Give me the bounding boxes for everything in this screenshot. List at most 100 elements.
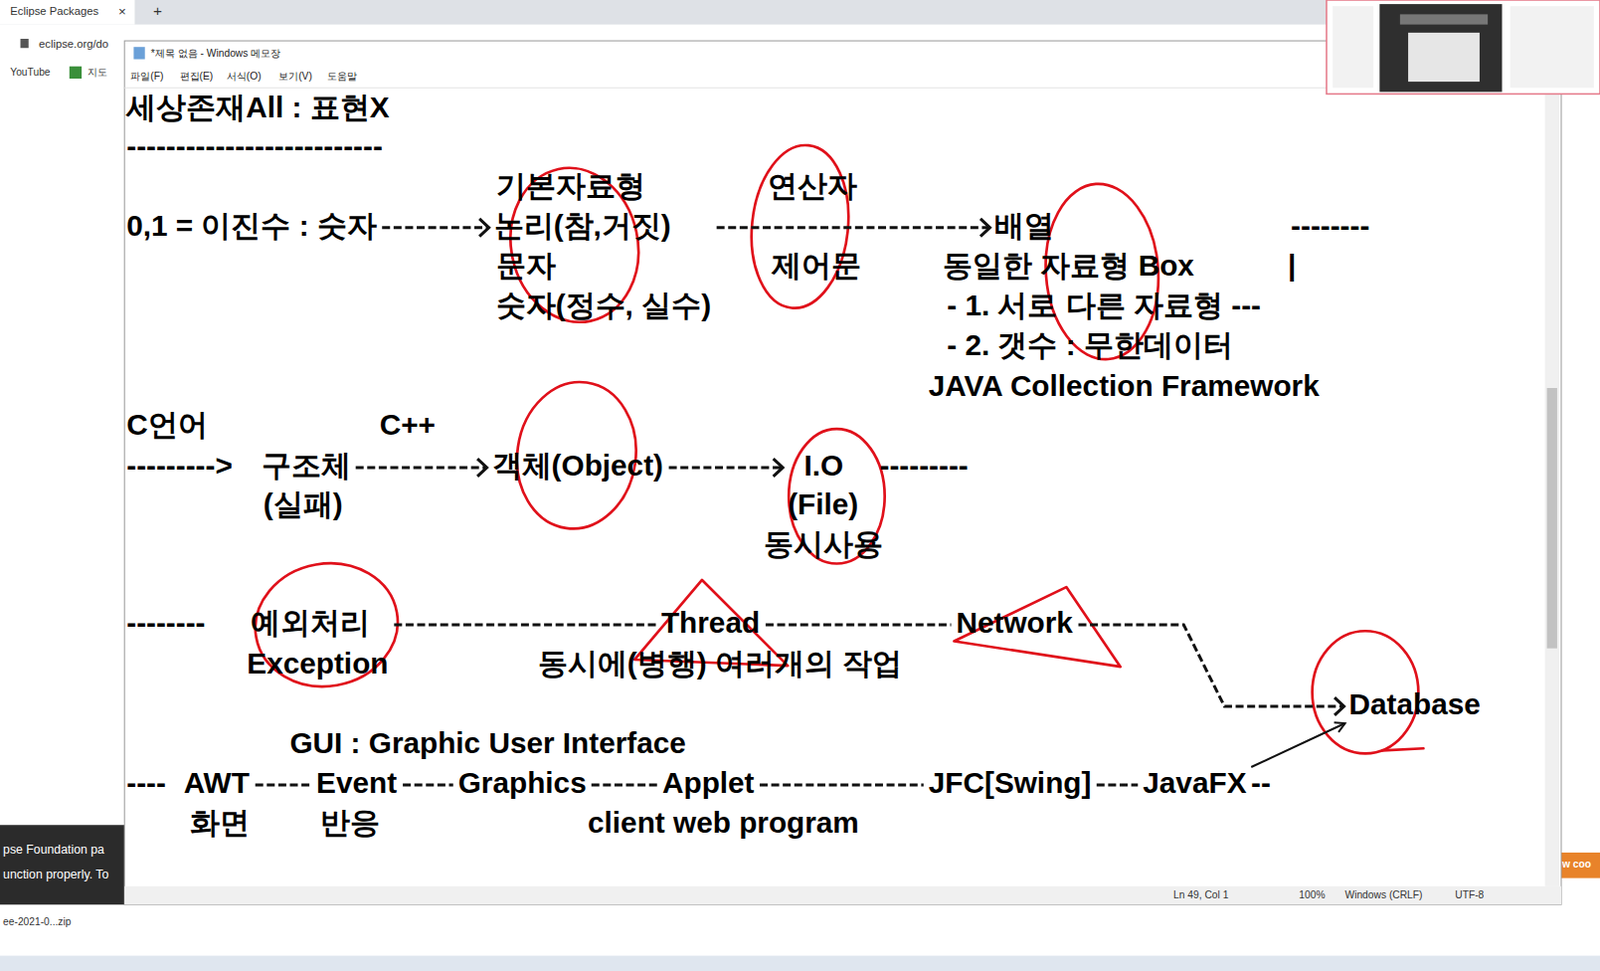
connector-line [759, 783, 924, 787]
flow-connector [759, 784, 924, 786]
concept-node: AWT화면 [183, 762, 251, 844]
dash-line: -- [1250, 762, 1271, 803]
concept-text: (실패) [263, 484, 344, 525]
notepad-window [124, 40, 1562, 904]
connector-line [402, 783, 454, 787]
concept-node: JavaFX [1142, 762, 1247, 804]
cookie-banner [0, 824, 125, 904]
connector-line [1250, 722, 1345, 767]
scrollbar [1545, 87, 1560, 887]
status-text: Windows (CRLF) [1344, 888, 1423, 901]
concept-text: Database [1349, 684, 1481, 724]
menu-item: 편집(E) [179, 69, 214, 83]
concept-text: Event [316, 762, 397, 803]
note-text: - 2. 갯수 : 무한데이터 [946, 325, 1234, 365]
concept-node: Network [956, 602, 1074, 644]
cookie-button [1559, 852, 1600, 879]
flow-connector [591, 784, 658, 786]
concept-node: Graphics [458, 762, 587, 804]
connector-line [255, 783, 312, 787]
concept-text: 연산자 [767, 166, 858, 206]
active-tab [0, 0, 135, 25]
note-text: GUI : Graphic User Interface [289, 722, 686, 763]
menu-item: 서식(O) [226, 69, 262, 83]
dash-line: -------- [1290, 205, 1370, 246]
note-text: client web program [587, 802, 860, 843]
bookmark-icon [69, 66, 82, 79]
thumbnail-video [1379, 3, 1502, 92]
bar-line: | [1287, 245, 1296, 286]
concept-text: 예외처리 [250, 602, 370, 643]
concept-node: 배열 [994, 205, 1055, 247]
arrow-head [1334, 697, 1345, 715]
flow-connector [402, 784, 454, 786]
concept-text: JavaFX [1142, 762, 1246, 803]
note-text: JAVA Collection Framework [928, 365, 1320, 406]
thumbnail-strip [1400, 13, 1488, 24]
concept-node: 연산자제어문 [767, 166, 863, 287]
red-circle-mark [245, 551, 408, 698]
flow-connector [716, 218, 991, 237]
concept-node: Thread [661, 602, 761, 644]
thumbnail-side [1332, 5, 1374, 88]
concept-node: 예외처리Exception [246, 602, 389, 685]
address-text: eclipse.org/do [38, 36, 109, 52]
concept-text: Applet [662, 762, 755, 803]
concept-text: 논리(참,거짓) [494, 205, 672, 246]
connector-line [393, 622, 657, 626]
concept-text: JFC[Swing] [928, 762, 1092, 803]
arrow-head [479, 218, 490, 237]
concept-text: Network [956, 602, 1073, 643]
concept-text: Thread [661, 602, 760, 643]
concept-node: Database [1349, 684, 1482, 725]
concept-node: 객체(Object) [492, 445, 665, 487]
flow-connector [1250, 721, 1345, 767]
dash-arrow: ---------> [126, 445, 233, 486]
arrow-head [1334, 721, 1346, 732]
connector-line [716, 225, 991, 229]
concept-text: 반응 [320, 802, 380, 843]
concept-node: 구조체(실패) [261, 445, 352, 525]
concept-text: 배열 [994, 205, 1055, 246]
concept-text: Exception [246, 643, 388, 684]
tab-close: × [118, 2, 127, 20]
new-tab: + [153, 0, 163, 21]
note-text: C언어 [126, 404, 208, 445]
flow-connector [765, 623, 952, 625]
concept-text: AWT [183, 762, 250, 803]
banner-text: pse Foundation pa [2, 841, 105, 858]
concept-node: Event반응 [316, 762, 398, 844]
flow-connector [381, 218, 489, 237]
dash-line: -------- [126, 602, 205, 643]
concept-text: 제어문 [771, 245, 862, 286]
concept-node: 0,1 = 이진수 : 숫자 [126, 205, 377, 247]
status-text: Ln 49, Col 1 [1173, 888, 1229, 901]
concept-text: (File) [787, 484, 859, 525]
connector-line [765, 622, 952, 626]
menu-item: 보기(V) [278, 69, 313, 83]
taskbar [0, 955, 1600, 971]
arrow-head [773, 458, 784, 477]
connector-line [355, 465, 488, 469]
concept-text: 구조체 [261, 445, 352, 486]
notepad-icon [133, 46, 145, 59]
menu-item: 파일(F) [130, 69, 164, 83]
concept-text: 숫자(정수, 실수) [496, 285, 712, 326]
status-text: 100% [1298, 888, 1325, 901]
flow-connector [355, 458, 488, 477]
connector-line [1096, 783, 1139, 787]
concept-text: 객체(Object) [492, 445, 664, 486]
concept-node: Applet [662, 762, 755, 804]
page-title: 세상존재All : 표현X [126, 87, 389, 128]
lock-icon [20, 38, 29, 48]
menu-item: 도움말 [327, 69, 357, 83]
note-text: 동일한 자료형 Box [942, 245, 1195, 286]
concept-text: Graphics [458, 762, 587, 803]
dash-rule: -------------------------- [126, 126, 383, 167]
bookmark-text: YouTube [9, 65, 50, 79]
concept-node: JFC[Swing] [928, 762, 1092, 804]
window-title: *제목 없음 - Windows 메모장 [151, 46, 281, 60]
concept-text: 화면 [189, 802, 250, 843]
red-triangle-mark [953, 586, 1120, 667]
